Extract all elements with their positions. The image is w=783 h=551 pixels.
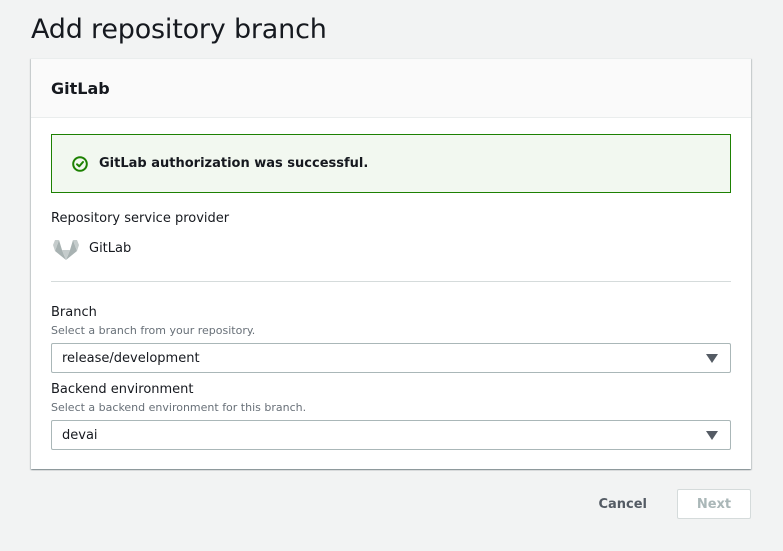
check-circle-icon bbox=[72, 155, 88, 172]
alert-message: GitLab authorization was successful. bbox=[99, 156, 369, 171]
branch-description: Select a branch from your repository. bbox=[51, 324, 256, 337]
provider-name: GitLab bbox=[89, 240, 132, 256]
branch-select-value: release/development bbox=[62, 350, 200, 366]
repository-branch-panel: GitLab GitLab authorization was successf… bbox=[31, 58, 751, 469]
backend-label: Backend environment bbox=[51, 382, 194, 397]
cancel-button[interactable]: Cancel bbox=[578, 491, 667, 518]
next-button[interactable]: Next bbox=[677, 489, 751, 519]
caret-down-icon bbox=[706, 353, 718, 363]
caret-down-icon bbox=[706, 430, 718, 440]
divider bbox=[51, 281, 731, 282]
page-title: Add repository branch bbox=[31, 14, 327, 45]
gitlab-logo-icon bbox=[51, 233, 81, 263]
backend-select-value: devai bbox=[62, 427, 98, 443]
provider-label: Repository service provider bbox=[51, 211, 230, 226]
form-actions: Cancel Next bbox=[578, 489, 751, 519]
success-alert: GitLab authorization was successful. bbox=[51, 134, 731, 193]
branch-label: Branch bbox=[51, 305, 97, 320]
provider-info: GitLab bbox=[51, 233, 131, 263]
backend-environment-select[interactable]: devai bbox=[51, 420, 731, 450]
panel-header: GitLab bbox=[31, 59, 751, 118]
branch-select[interactable]: release/development bbox=[51, 343, 731, 373]
backend-description: Select a backend environment for this br… bbox=[51, 401, 307, 414]
panel-title: GitLab bbox=[51, 78, 110, 98]
